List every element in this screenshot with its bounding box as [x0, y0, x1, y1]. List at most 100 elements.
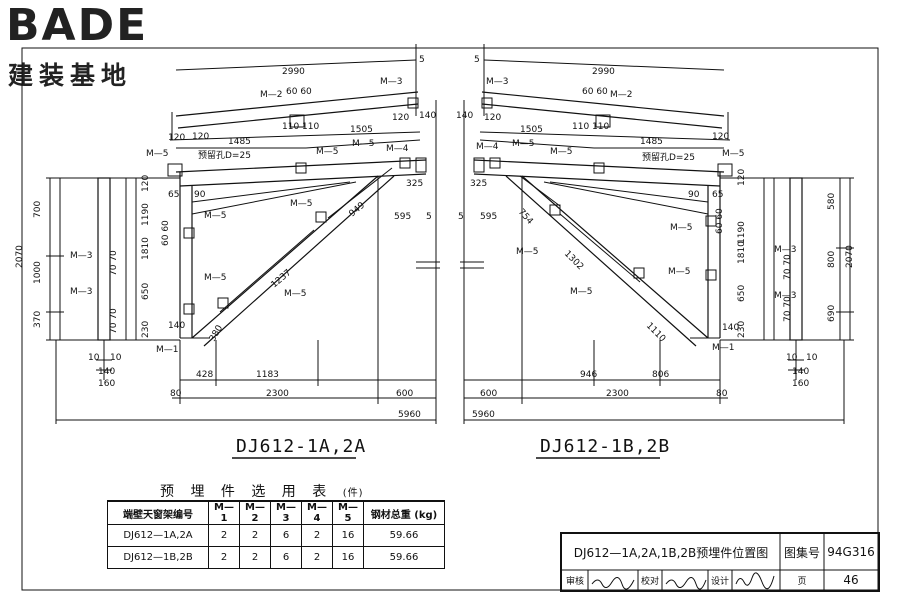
atlas-label: 图集号: [783, 545, 820, 560]
left-mark-m5f: M—5: [204, 273, 227, 283]
right-dim-v580: 580: [827, 193, 837, 210]
left-dim-v7070b: 70 70: [109, 308, 119, 334]
table-header: M—5: [332, 500, 364, 525]
right-dim-65: 65: [712, 190, 723, 200]
left-mark-m3a: M—3: [380, 77, 403, 87]
right-mark-m5a: M—5: [512, 139, 535, 149]
table-title-unit: (件): [342, 488, 364, 499]
left-dim-595: 595: [394, 212, 411, 222]
sheet-border: [21, 47, 879, 591]
left-mark-m5c: M—5: [352, 139, 375, 149]
left-dim-110: 110 110: [282, 122, 319, 132]
right-mark-m5e: M—5: [516, 247, 539, 257]
left-dim-1237: 1237: [270, 268, 294, 290]
right-dim-v120: 120: [737, 169, 747, 186]
left-plate-m5-top: [167, 163, 183, 177]
table-cell: 6: [270, 524, 302, 547]
left-dim-140: 140: [419, 111, 436, 121]
right-dim-1485: 1485: [640, 137, 663, 147]
right-dim-v1810: 1810: [737, 241, 747, 264]
table-cell: 16: [332, 546, 364, 569]
table-row: DJ612—1B,2B 2 2 6 2 16 59.66: [107, 546, 445, 569]
left-mark-m5b: M—5: [316, 147, 339, 157]
right-mark-m3a: M—3: [486, 77, 509, 87]
right-dim-v2070: 2070: [845, 245, 855, 268]
right-dim-120b: 120: [712, 132, 729, 142]
signature-designer: [735, 572, 775, 590]
right-dim-2990: 2990: [592, 67, 615, 77]
bade-logo: BADE 建装基地: [6, 0, 181, 91]
left-dim-1485: 1485: [228, 137, 251, 147]
left-dim-6060: 60 60: [286, 87, 312, 97]
check-label: 校对: [640, 576, 659, 587]
left-mark-m4: M—4: [386, 144, 409, 154]
left-dim-120a: 120: [168, 133, 185, 143]
logo-wordmark: BADE: [6, 0, 149, 51]
left-dim-5960: 5960: [398, 410, 421, 420]
right-dim-325: 325: [470, 179, 487, 189]
table-cell: 6: [270, 546, 302, 569]
left-mark-m2: M—2: [260, 90, 283, 100]
left-dim-v140: 140: [168, 321, 185, 331]
left-dim-1505: 1505: [350, 125, 373, 135]
right-dim-v7070b: 70 70: [783, 296, 793, 322]
right-dim-90: 90: [688, 190, 700, 200]
left-mark-m5d: M—5: [204, 211, 227, 221]
table-cell: DJ612—1B,2B: [107, 546, 209, 569]
atlas-number: 94G316: [827, 545, 875, 559]
right-mark-m5f: M—5: [668, 267, 691, 277]
right-mark-m1: M—1: [712, 343, 735, 353]
table-cell: 2: [239, 546, 271, 569]
left-dim-w140: 140: [98, 367, 115, 377]
left-dim-v1190: 1190: [141, 203, 151, 226]
table-header: M—1: [208, 500, 240, 525]
review-label: 审核: [565, 576, 584, 587]
right-mark-m3b: M—3: [774, 245, 797, 255]
right-dim-5960: 5960: [472, 410, 495, 420]
left-dim-325: 325: [406, 179, 423, 189]
table-cell: 2: [208, 524, 240, 547]
right-mark-m5c: M—5: [722, 149, 745, 159]
left-dim-v700: 700: [33, 201, 43, 218]
right-dim-806: 806: [652, 370, 669, 380]
right-dim-2300: 2300: [606, 389, 629, 399]
right-dim-5: 5: [458, 212, 464, 222]
left-dim-120c: 120: [392, 113, 409, 123]
signature-checker: [665, 577, 707, 590]
left-dim-v230: 230: [141, 321, 151, 338]
right-mark-m5g: M—5: [570, 287, 593, 297]
right-dim-5-top: 5: [474, 55, 480, 65]
embedded-parts-table: 端壁天窗架编号 M—1 M—2 M—3 M—4 M—5 钢材总重 (kg) DJ…: [107, 500, 445, 569]
table-cell: 16: [332, 524, 364, 547]
right-dim-w10b: 10: [806, 353, 818, 363]
left-hole-label: 预留孔D=25: [198, 149, 251, 161]
right-dim-1505: 1505: [520, 125, 543, 135]
left-mark-m1: M—1: [156, 345, 179, 355]
title-block: DJ612—1A,2A,1B,2B预埋件位置图 图集号 94G316 审核 校对…: [560, 532, 880, 592]
left-frame-title: DJ612-1A,2A: [236, 436, 367, 457]
right-dim-v140: 140: [722, 323, 739, 333]
right-frame-title: DJ612-1B,2B: [540, 436, 671, 457]
left-dim-w10a: 10: [88, 353, 100, 363]
page-number: 46: [843, 573, 859, 587]
right-dim-v7070a: 70 70: [783, 254, 793, 280]
table-header: M—2: [239, 500, 271, 525]
left-dim-5-top: 5: [419, 55, 425, 65]
left-mark-m3c: M—3: [70, 287, 93, 297]
right-dim-595: 595: [480, 212, 497, 222]
left-dim-v370: 370: [33, 311, 43, 328]
table-cell: 2: [301, 524, 333, 547]
title-block-grid: [562, 534, 878, 590]
right-dim-v1190: 1190: [737, 221, 747, 244]
table-row: DJ612—1A,2A 2 2 6 2 16 59.66: [107, 524, 445, 547]
right-dim-v230: 230: [737, 321, 747, 338]
right-dim-946: 946: [580, 370, 597, 380]
table-title: 预 埋 件 选 用 表 (件): [160, 481, 364, 501]
left-dim-80: 80: [170, 389, 182, 399]
right-dim-110: 110 110: [572, 122, 609, 132]
left-dim-65: 65: [168, 190, 179, 200]
right-mark-m5b: M—5: [550, 147, 573, 157]
right-dim-v800: 800: [827, 251, 837, 268]
left-dim-v650: 650: [141, 283, 151, 300]
